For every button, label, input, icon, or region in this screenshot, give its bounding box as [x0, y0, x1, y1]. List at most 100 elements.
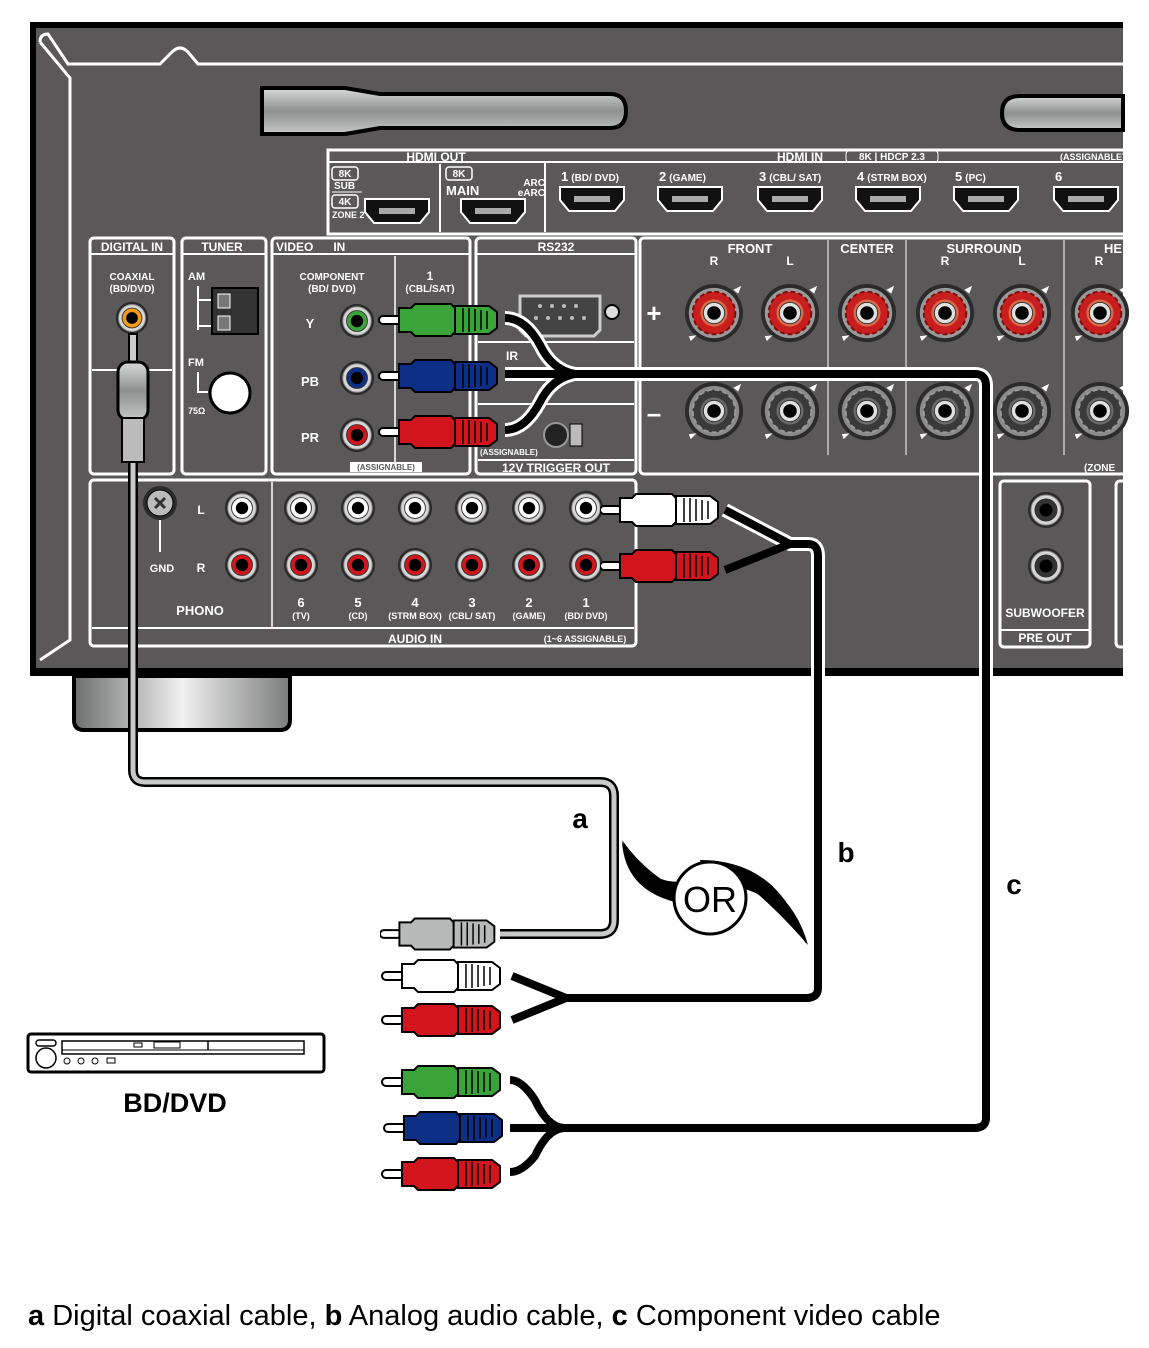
surround-r-label: R [941, 254, 950, 268]
audio-in-l-jack[interactable] [397, 490, 433, 526]
audio-in-num: 6 [297, 595, 304, 610]
tuner-section: TUNER AM FM 75Ω [188, 240, 259, 416]
component-y-jack[interactable] [339, 303, 375, 339]
hdmi-in-port-label: 4(STRM BOX) [857, 169, 927, 184]
cable-b-analog-audio [380, 493, 825, 1038]
tuner-label: TUNER [201, 240, 243, 254]
audio-in-r-jack[interactable] [511, 547, 547, 583]
audio-in-num: 2 [525, 595, 532, 610]
y-plug-device [380, 1064, 502, 1100]
caption-key-a: a [28, 1300, 45, 1332]
rs232-section: RS232 IR (ASSIGNABLE) 12V TRIGGER OUT [478, 240, 634, 475]
speaker-terminal-minus[interactable] [836, 380, 898, 442]
audio-in-6: 6(TV) [283, 490, 319, 621]
hdmi-in-port-5[interactable]: 5(PC) [953, 169, 1019, 212]
speaker-terminal-plus[interactable] [759, 282, 821, 344]
speaker-terminal-minus[interactable] [1069, 380, 1131, 442]
component-sub-label: (BD/ DVD) [308, 284, 356, 295]
coaxial-sub-label: (BD/DVD) [110, 284, 155, 295]
cable-a-label: a [572, 803, 588, 834]
audio-in-r-jack[interactable] [397, 547, 433, 583]
video-assignable-label: (ASSIGNABLE) [357, 463, 415, 472]
trigger-assignable-label: (ASSIGNABLE) [480, 448, 538, 457]
wireless-antenna-left [260, 86, 629, 136]
height-r-label: R [1095, 254, 1104, 268]
hdmi-in-port-6[interactable]: 6 [1053, 169, 1119, 212]
audio-in-l-jack[interactable] [283, 490, 319, 526]
speaker-terminal-plus[interactable] [683, 282, 745, 344]
hdmi-port[interactable] [953, 186, 1019, 212]
speaker-terminal-plus[interactable] [914, 282, 976, 344]
hdmi-out-main-port[interactable] [460, 198, 526, 224]
audio-in-l-jack[interactable] [511, 490, 547, 526]
pb-plug-device [382, 1110, 504, 1146]
am-label: AM [188, 271, 205, 283]
hdmi-port[interactable] [757, 186, 823, 212]
pb-label: PB [301, 374, 319, 389]
trigger-out-jack[interactable] [543, 422, 569, 448]
pre-out-label: PRE OUT [1018, 631, 1072, 645]
coaxial-label: COAXIAL [110, 272, 155, 283]
speaker-terminal-minus[interactable] [991, 380, 1053, 442]
phono-r-label: R [197, 561, 206, 575]
component-pb-jack[interactable] [339, 360, 375, 396]
coaxial-jack[interactable] [115, 301, 149, 335]
speaker-group-front: FRONT [728, 241, 773, 256]
hdmi-in-port-label: 3(CBL/ SAT) [759, 169, 821, 184]
hdmi-out-label: HDMI OUT [406, 150, 466, 164]
audio-in-5: 5(CD) [340, 490, 376, 621]
hdmi-sub-badge: 8K [339, 169, 353, 180]
subwoofer-label: SUBWOOFER [1005, 606, 1085, 620]
hdmi-in-port-2[interactable]: 2(GAME) [657, 169, 723, 212]
audio-in-l-jack[interactable] [340, 490, 376, 526]
speaker-group-height: HE [1104, 241, 1122, 256]
audio-in-r-jack[interactable] [568, 547, 604, 583]
speaker-terminal-plus[interactable] [836, 282, 898, 344]
fm-label: FM [188, 357, 204, 369]
hdmi-out-sub-port[interactable] [364, 198, 430, 224]
or-label: OR [683, 879, 737, 920]
subwoofer-jack-2[interactable] [1027, 547, 1065, 585]
audio-in-assignable-label: (1~6 ASSIGNABLE) [544, 634, 626, 644]
speaker-terminal-minus[interactable] [914, 380, 976, 442]
speaker-terminal-plus[interactable] [991, 282, 1053, 344]
audio-in-name: (BD/ DVD) [565, 611, 608, 621]
audio-in-name: (CBL/ SAT) [449, 611, 496, 621]
fm-antenna-jack[interactable] [208, 371, 252, 415]
y-label: Y [306, 316, 315, 331]
audio-in-num: 1 [582, 595, 589, 610]
bd-dvd-player: BD/DVD [26, 1032, 326, 1118]
hdmi-in-port-3[interactable]: 3(CBL/ SAT) [757, 169, 823, 212]
audio-in-l-jack[interactable] [454, 490, 490, 526]
hdmi-in-port-4[interactable]: 4(STRM BOX) [855, 169, 927, 212]
audio-in-r-jack[interactable] [283, 547, 319, 583]
caption-text-c: Component video cable [627, 1300, 941, 1332]
cable-c-component [378, 302, 993, 1192]
panel-sections [88, 236, 1138, 649]
hdmi-port[interactable] [1053, 186, 1119, 212]
speaker-terminal-minus[interactable] [683, 380, 745, 442]
digital-in-label: DIGITAL IN [101, 240, 163, 254]
hdmi-port[interactable] [657, 186, 723, 212]
hdmi-assignable-label: (ASSIGNABLE) [1060, 152, 1125, 162]
audio-in-name: (GAME) [513, 611, 546, 621]
hdmi-in-port-1[interactable]: 1(BD/ DVD) [559, 169, 625, 212]
cable-b-label: b [837, 837, 854, 868]
hdmi-port[interactable] [855, 186, 921, 212]
hdmi-port[interactable] [559, 186, 625, 212]
pre-out-section: SUBWOOFER PRE OUT [1005, 491, 1085, 645]
device-label: BD/DVD [123, 1088, 227, 1118]
phono-l-jack[interactable] [224, 490, 260, 526]
speaker-terminal-minus[interactable] [759, 380, 821, 442]
phono-r-jack[interactable] [224, 547, 260, 583]
rs232-label: RS232 [538, 240, 575, 254]
audio-in-l-jack[interactable] [568, 490, 604, 526]
component-pr-jack[interactable] [339, 417, 375, 453]
subwoofer-jack-1[interactable] [1027, 491, 1065, 529]
audio-in-4: 4(STRM BOX) [388, 490, 442, 621]
hdmi-zone2-label: ZONE 2 [332, 210, 365, 220]
audio-in-r-jack[interactable] [454, 547, 490, 583]
audio-in-num: 5 [354, 595, 361, 610]
speaker-terminal-plus[interactable] [1069, 282, 1131, 344]
audio-in-r-jack[interactable] [340, 547, 376, 583]
